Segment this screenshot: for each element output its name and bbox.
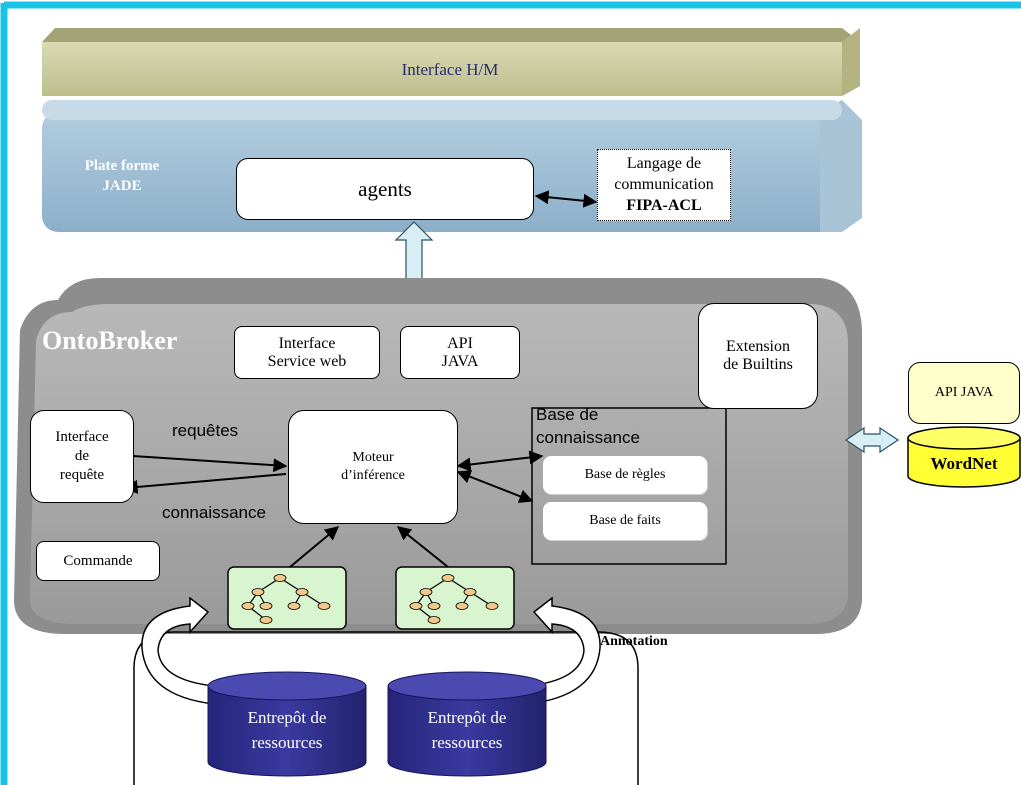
langage-line1: Langage de (626, 155, 702, 172)
wordnet-label: WordNet (930, 454, 998, 473)
entrepot2-line2: ressources (431, 733, 503, 752)
extension-box: Extension de Builtins (698, 303, 818, 409)
base-connaissance-line1: Base de (536, 405, 599, 424)
extension-line2: de Builtins (723, 356, 793, 373)
requetes-arrow (132, 455, 288, 473)
interface-requete-box: Interface de requête (30, 410, 134, 503)
langage-box: Langage de communication FIPA-ACL (597, 149, 731, 221)
annotation-label: Annotation (600, 634, 668, 649)
agents-fipa-arrow (534, 190, 598, 208)
service-line2: Service web (267, 352, 347, 370)
langage-line3: FIPA-ACL (626, 197, 702, 214)
api-java-wordnet-box: API JAVA (908, 362, 1020, 424)
wordnet-cylinder (907, 426, 1021, 488)
moteur-faits-arrow (456, 470, 534, 503)
moteur-line1: Moteur (352, 449, 394, 465)
ontology-tree-2 (395, 566, 515, 630)
entrepot-cylinder-2 (387, 671, 547, 777)
entrepot1-line1: Entrepôt de (247, 708, 327, 727)
agents-box: agents (236, 158, 534, 220)
entrepot-cylinder-1 (207, 671, 367, 777)
onto-wordnet-double-arrow (844, 426, 900, 454)
base-faits-label: Base de faits (589, 513, 661, 528)
base-faits-box: Base de faits (543, 502, 707, 540)
moteur-regles-arrow (456, 450, 544, 472)
requete-line2: de (74, 448, 90, 465)
tree2-to-moteur-arrow (396, 526, 449, 568)
service-line1: Interface (278, 334, 336, 352)
api-java-wordnet-label: API JAVA (934, 385, 994, 400)
connaissance-label: connaissance (162, 503, 266, 522)
extension-line1: Extension (726, 338, 790, 355)
interface-hm-label: Interface H/M (401, 60, 499, 79)
ontobroker-title: OntoBroker (42, 326, 178, 355)
base-connaissance-line2: connaissance (536, 428, 640, 447)
commande-label: Commande (63, 552, 133, 569)
base-regles-label: Base de règles (584, 467, 666, 482)
requetes-label: requêtes (172, 421, 239, 440)
entrepot1-line2: ressources (251, 733, 323, 752)
jade-title-line2: JADE (102, 177, 142, 194)
entrepot2-line1: Entrepôt de (427, 708, 507, 727)
langage-line2: communication (614, 176, 714, 193)
base-regles-box: Base de règles (543, 456, 707, 494)
api-line2: JAVA (441, 352, 479, 370)
agents-label: agents (358, 176, 412, 201)
tree1-to-moteur-arrow (289, 526, 340, 568)
api-line1: API (447, 334, 473, 352)
commande-box: Commande (36, 541, 160, 581)
requete-line1: Interface (55, 429, 109, 446)
api-java-box: API JAVA (400, 326, 520, 379)
connaissance-arrow (123, 473, 287, 494)
moteur-line2: d’inférence (341, 468, 405, 483)
ontology-tree-1 (227, 566, 347, 630)
moteur-inference-box: Moteur d’inférence (288, 410, 458, 524)
resources-container (133, 631, 639, 785)
requete-line3: requête (59, 466, 105, 483)
service-web-box: Interface Service web (234, 326, 380, 379)
interface-hm-band (42, 28, 860, 96)
jade-title-line1: Plate forme (84, 157, 160, 174)
